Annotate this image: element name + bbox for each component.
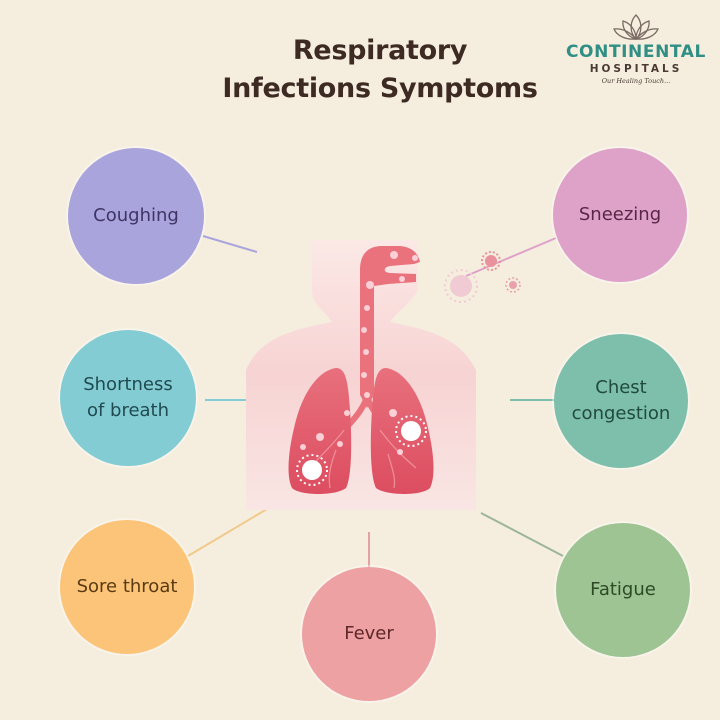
symptom-label-line1: Chest — [595, 377, 647, 398]
symptom-label: Sore throat — [76, 576, 178, 597]
symptom-coughing: Coughing — [68, 148, 204, 284]
logo-name: CONTINENTAL — [565, 42, 706, 62]
sneeze-virus-particles — [444, 251, 521, 303]
symptom-fever: Fever — [302, 567, 436, 701]
virus-particle-icon — [505, 277, 521, 293]
symptom-label: Fever — [344, 623, 394, 644]
symptom-sore-throat: Sore throat — [60, 520, 194, 654]
connector-sore-throat — [187, 505, 273, 557]
connector-sneezing — [465, 237, 557, 277]
virus-particle-icon — [444, 269, 478, 303]
page-title: Respiratory Infections Symptoms — [200, 32, 560, 108]
respiratory-system-lungs-icon — [246, 240, 476, 510]
continental-hospitals-logo: CONTINENTAL HOSPITALS Our Healing Touch.… — [556, 12, 716, 86]
symptom-label: Fatigue — [590, 579, 656, 600]
symptom-sneezing: Sneezing — [553, 148, 687, 282]
virus-particle-icon — [481, 251, 501, 271]
lotus-icon — [613, 14, 659, 40]
particle-dots — [300, 251, 418, 455]
logo-subtitle: HOSPITALS — [589, 63, 683, 75]
symptom-label-line1: Shortness — [83, 374, 173, 395]
virus-particle-icon — [296, 415, 427, 486]
title-line-2: Infections Symptoms — [222, 73, 538, 104]
connector-fatigue — [480, 512, 564, 557]
symptom-label-line2: of breath — [86, 400, 170, 421]
symptom-shortness-of-breath: Shortness of breath — [60, 330, 196, 466]
airway — [360, 246, 420, 395]
symptom-label-line2: congestion — [571, 403, 671, 424]
symptom-label: Coughing — [93, 205, 179, 226]
connector-coughing — [202, 235, 258, 253]
symptom-chest-congestion: Chest congestion — [554, 334, 688, 468]
title-line-1: Respiratory — [292, 35, 468, 66]
left-lung — [288, 368, 352, 494]
symptom-label: Sneezing — [578, 204, 662, 225]
logo-tagline: Our Healing Touch... — [601, 77, 671, 85]
symptom-fatigue: Fatigue — [556, 523, 690, 657]
